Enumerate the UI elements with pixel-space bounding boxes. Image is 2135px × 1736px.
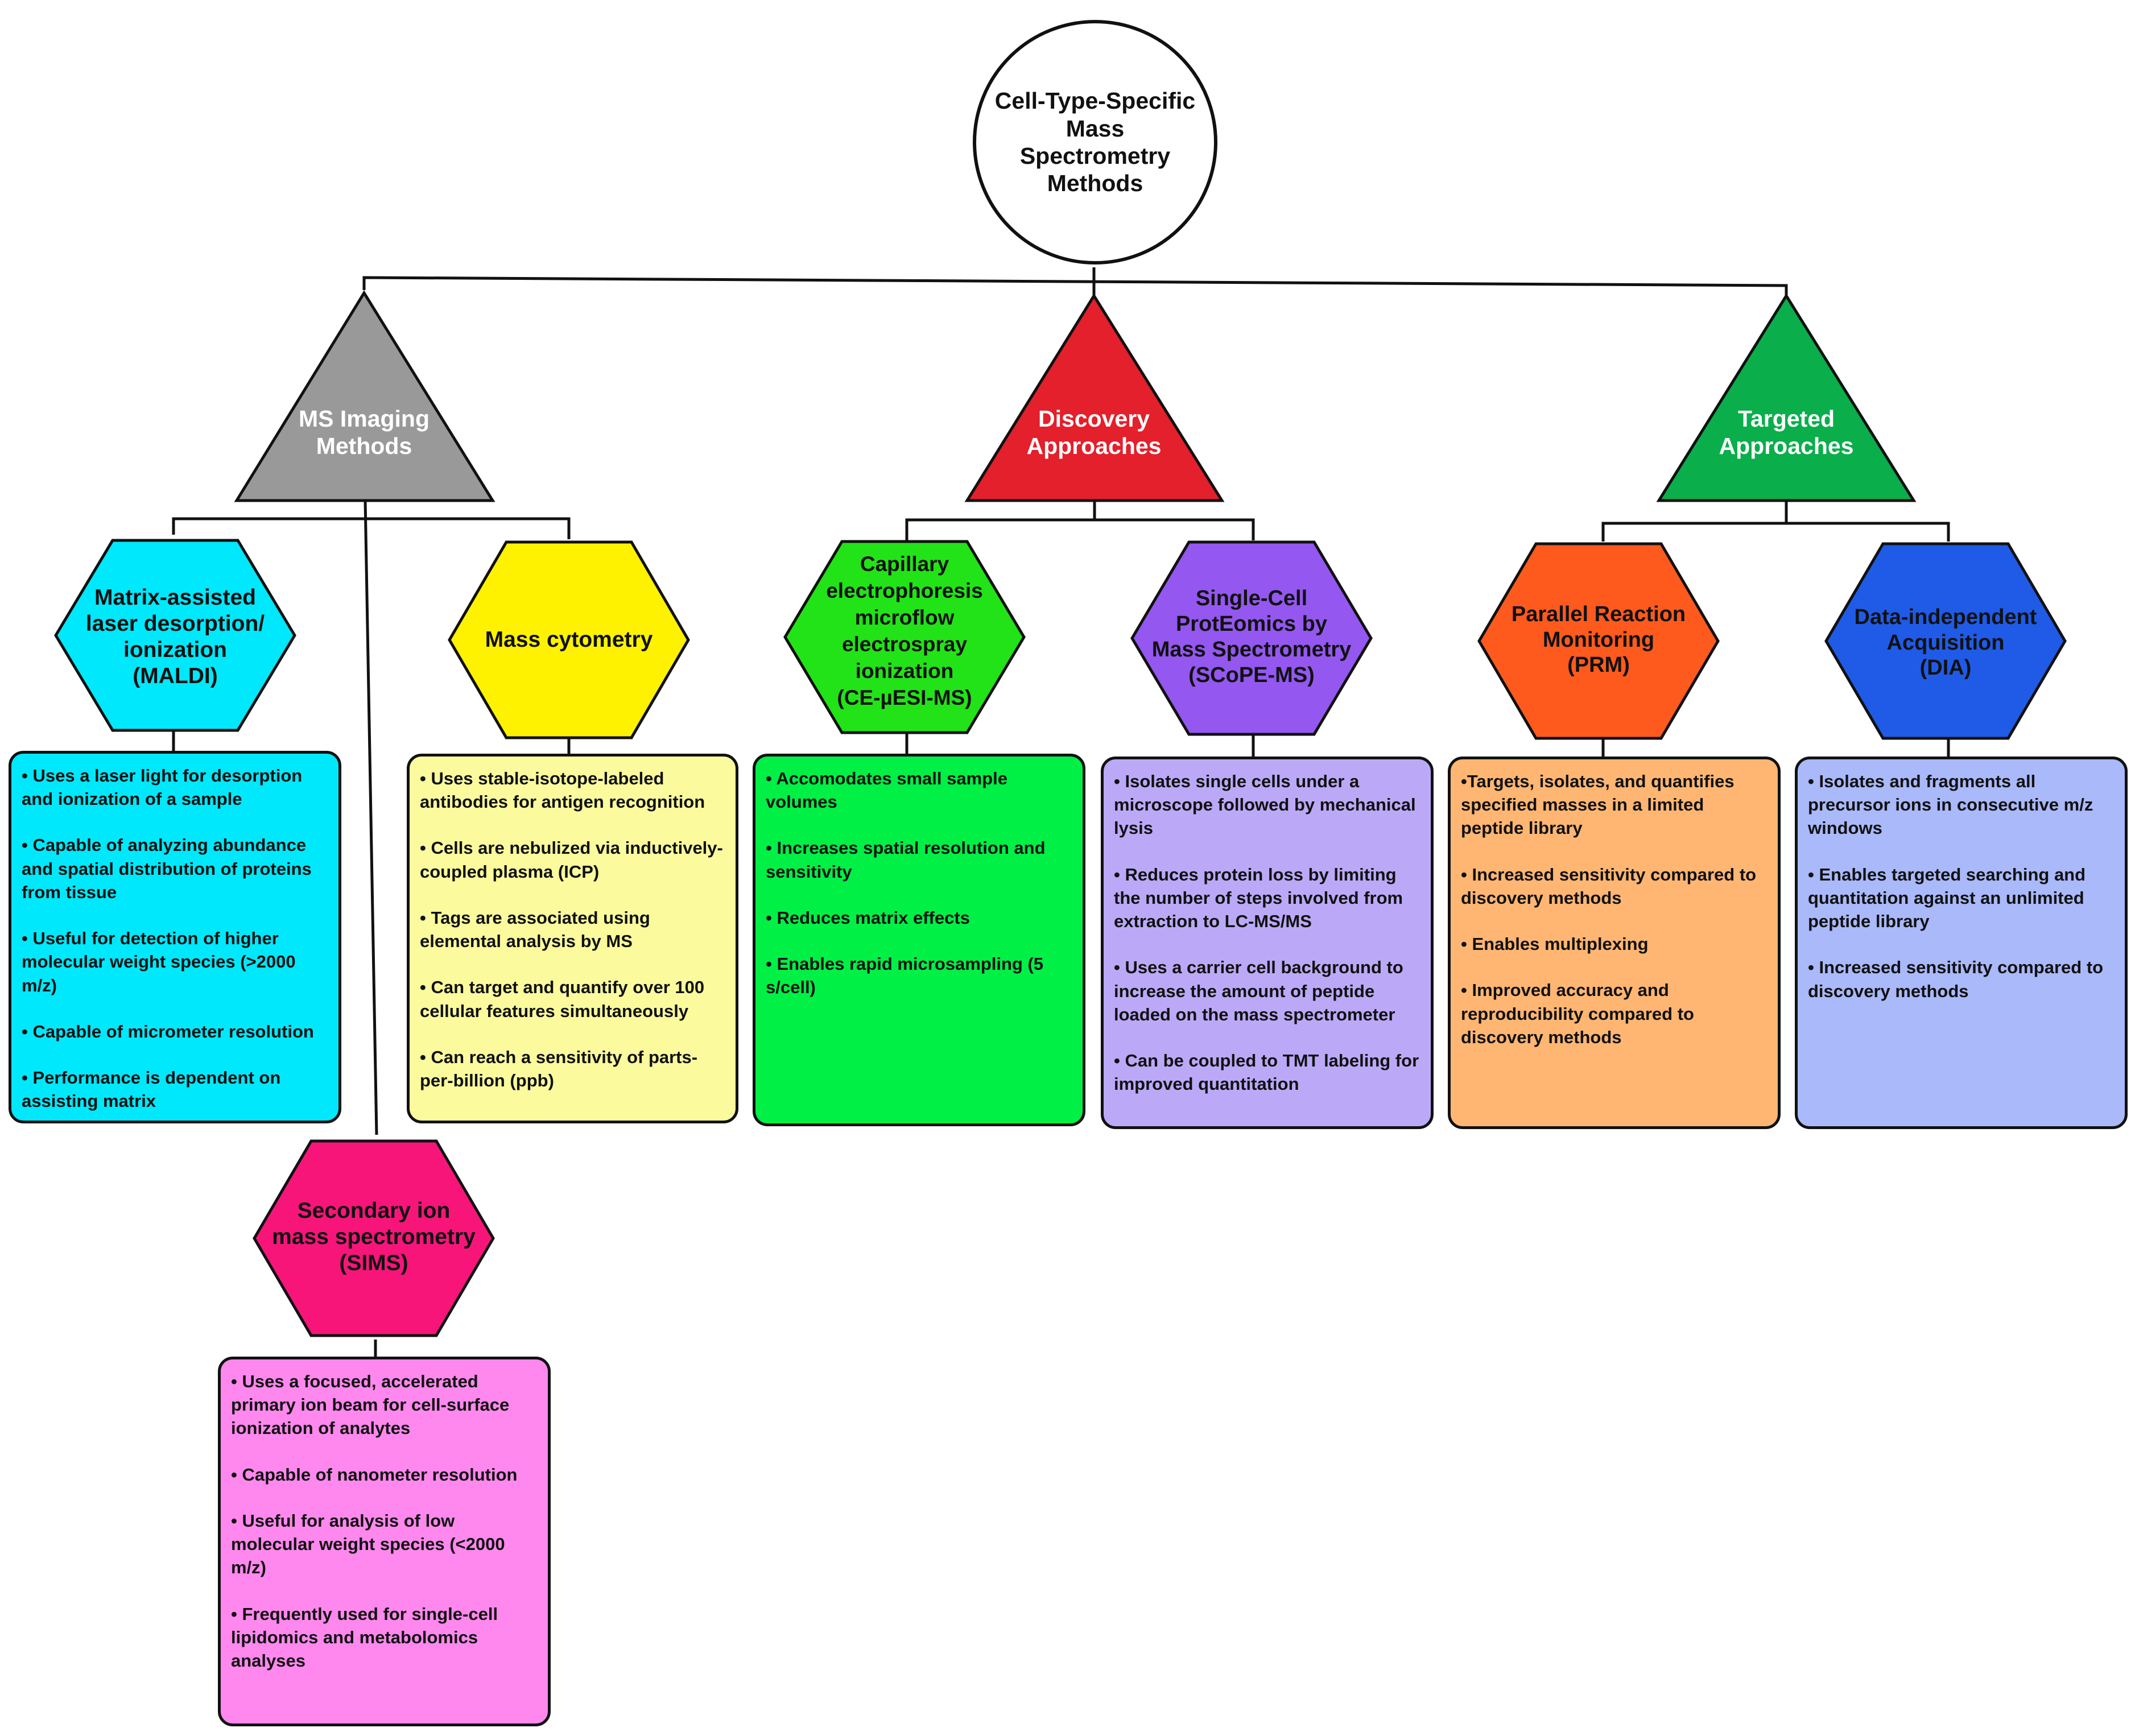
bullet-item: • Isolates and fragments all precursor i… <box>1808 771 2093 838</box>
method-label-line: Parallel Reaction <box>1511 602 1686 626</box>
bullet-item: • Tags are associated using elemental an… <box>420 907 650 952</box>
method-label-line: (MALDI) <box>133 664 218 689</box>
method-label-line: Secondary ion <box>297 1198 451 1223</box>
method-label-line: Matrix-assisted <box>94 585 256 610</box>
hexagon-scope-ms <box>1130 540 1373 736</box>
method-label-line: microflow <box>854 606 955 630</box>
root-title: Cell-Type-Specific Mass Spectrometry Met… <box>993 88 1197 196</box>
bullet-item: • Useful for detection of higher molecul… <box>22 928 296 995</box>
hexagon-ce-mesi <box>783 540 1026 734</box>
scope-ms-details-box: • Isolates single cells under a microsco… <box>1101 757 1434 1129</box>
category-label-line: Approaches <box>1719 433 1854 459</box>
bullet-item: • Performance is dependent on assisting … <box>22 1067 281 1111</box>
method-label-line: (CE-µESI-MS) <box>837 685 972 709</box>
root-title-line: Cell-Type-Specific <box>994 88 1196 114</box>
method-label-line: ionization <box>123 638 227 662</box>
bullet-item: • Reduces matrix effects <box>766 907 970 928</box>
bullet-item: • Capable of nanometer resolution <box>231 1464 518 1485</box>
category-label-line: Discovery <box>1038 405 1150 432</box>
bullet-item: • Uses stable-isotope-labeled antibodies… <box>420 768 705 812</box>
bullet-item: • Accomodates small sample volumes <box>766 768 1007 812</box>
bullet-item: •Targets, isolates, and quantifies speci… <box>1461 771 1735 838</box>
ce-mesi-details-box: • Accomodates small sample volumes • Inc… <box>753 754 1085 1126</box>
method-label-dia: Data-independent Acquisition (DIA) <box>1832 594 2059 691</box>
maldi-details-box: • Uses a laser light for desorption and … <box>9 751 341 1123</box>
connector-discovery-bus <box>905 518 1255 540</box>
connector-targeted-bus <box>1601 522 1950 542</box>
bullet-item: • Capable of micrometer resolution <box>22 1021 314 1041</box>
bullet-item: • Increased sensitivity compared to disc… <box>1461 864 1757 908</box>
method-label-line: laser desorption/ <box>85 611 265 636</box>
mass-cytometry-details-box: • Uses stable-isotope-labeled antibodies… <box>407 754 738 1123</box>
method-label-ce-mesi: Capillary electrophoresis microflow elec… <box>791 546 1018 717</box>
triangle-targeted <box>1656 293 1917 502</box>
category-label-line: Targeted <box>1737 405 1835 432</box>
method-label-line: mass spectrometry <box>272 1224 476 1249</box>
category-label-discovery: Discovery Approaches <box>997 398 1191 466</box>
bullet-item: • Enables multiplexing <box>1461 934 1649 954</box>
method-label-sims: Secondary ion mass spectrometry (SIMS) <box>262 1183 486 1291</box>
hexagon-mass-cytometry <box>448 540 690 739</box>
bullet-item: • Uses a focused, accelerated primary io… <box>231 1371 510 1439</box>
method-label-mass-cytometry: Mass cytometry <box>455 609 683 671</box>
method-label-line: electrospray <box>841 633 968 656</box>
bullet-item: • Can be coupled to TMT labeling for imp… <box>1114 1050 1419 1094</box>
bullet-item: • Can target and quantify over 100 cellu… <box>420 977 705 1021</box>
bullet-item: • Capable of analyzing abundance and spa… <box>22 835 312 902</box>
bullet-item: • Uses a laser light for desorption and … <box>22 766 303 809</box>
category-label-targeted: Targeted Approaches <box>1690 398 1883 466</box>
category-label-line: Methods <box>316 433 412 459</box>
connector-category-bus <box>362 276 1788 296</box>
bullet-item: • Increases spatial resolution and sensi… <box>766 838 1046 882</box>
method-label-line: (PRM) <box>1567 653 1630 677</box>
triangle-discovery <box>964 293 1225 502</box>
bullet-item: • Increased sensitivity compared to disc… <box>1808 957 2104 1001</box>
method-label-prm: Parallel Reaction Monitoring (PRM) <box>1485 592 1712 688</box>
method-label-line: (SCoPE-MS) <box>1188 663 1315 687</box>
bullet-item: • Uses a carrier cell background to incr… <box>1114 957 1403 1024</box>
method-label-line: (SIMS) <box>339 1251 408 1275</box>
method-label-line: ProtEomics by <box>1175 612 1328 636</box>
hexagon-sims <box>253 1139 495 1337</box>
bullet-item: • Isolates single cells under a microsco… <box>1114 771 1416 838</box>
method-label-line: ionization <box>855 659 954 683</box>
bullet-item: • Cells are nebulized via inductively-co… <box>420 838 723 882</box>
bullet-item: • Frequently used for single-cell lipido… <box>231 1603 498 1671</box>
method-label-line: Single-Cell <box>1195 586 1308 611</box>
method-label-line: Acquisition <box>1886 630 2005 655</box>
method-label-line: electrophoresis <box>826 579 983 603</box>
prm-details-box: •Targets, isolates, and quantifies speci… <box>1448 757 1781 1129</box>
sims-details-box: • Uses a focused, accelerated primary io… <box>218 1357 551 1726</box>
category-label-line: MS Imaging <box>298 405 430 432</box>
category-label-ms-imaging: MS Imaging Methods <box>267 398 461 466</box>
method-label-line: Mass Spectrometry <box>1151 638 1352 662</box>
hexagon-maldi <box>54 539 296 732</box>
root-title-line: Methods <box>1047 170 1143 197</box>
root-title-line: Mass Spectrometry <box>1019 115 1171 169</box>
method-label-scope-ms: Single-Cell ProtEomics by Mass Spectrome… <box>1135 574 1368 700</box>
method-label-line: (DIA) <box>1919 656 1972 680</box>
method-label-maldi: Matrix-assisted laser desorption/ ioniza… <box>63 569 288 705</box>
method-label-line: Monitoring <box>1542 627 1655 652</box>
method-label-line: Capillary <box>860 552 949 576</box>
category-label-line: Approaches <box>1026 433 1162 459</box>
bullet-item: • Enables targeted searching and quantit… <box>1808 864 2086 932</box>
dia-details-box: • Isolates and fragments all precursor i… <box>1795 757 2128 1129</box>
method-label-line: Data-independent <box>1854 605 2037 629</box>
method-label-line: Mass cytometry <box>485 627 653 652</box>
hexagon-dia <box>1824 542 2067 740</box>
bullet-item: • Reduces protein loss by limiting the n… <box>1114 864 1403 932</box>
bullet-item: • Can reach a sensitivity of parts-per-b… <box>420 1047 698 1090</box>
root-circle <box>973 20 1217 264</box>
connector-sims-line <box>364 500 378 1135</box>
bullet-item: • Enables rapid microsampling (5 s/cell) <box>766 954 1044 998</box>
bullet-item: • Improved accuracy and reproducibility … <box>1461 980 1694 1047</box>
bullet-item: • Useful for analysis of low molecular w… <box>231 1510 505 1578</box>
triangle-ms-imaging <box>234 290 495 502</box>
hexagon-prm <box>1477 542 1720 740</box>
connector-ms-imaging-bus <box>172 517 571 539</box>
